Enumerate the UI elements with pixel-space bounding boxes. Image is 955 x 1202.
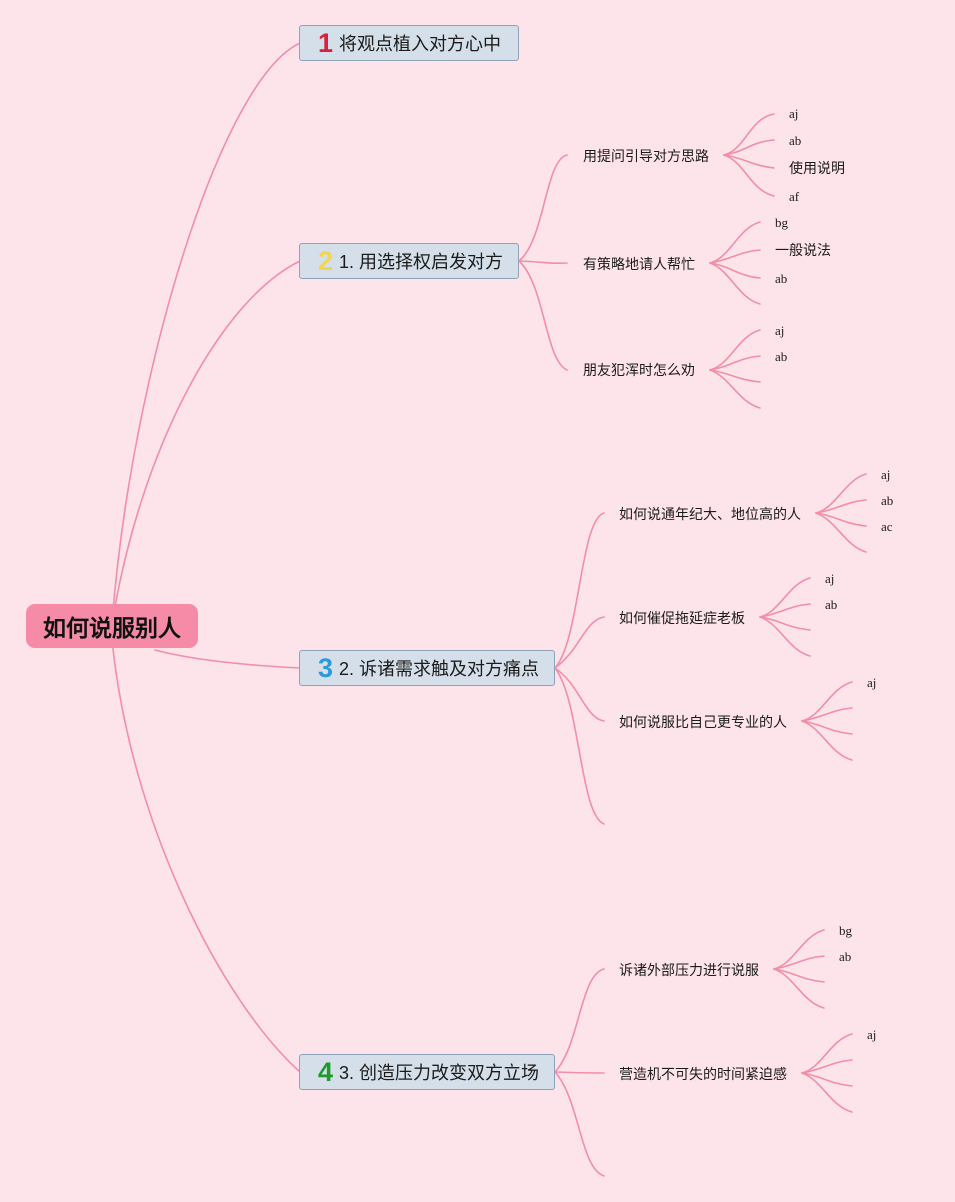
number-badge-icon: 1: [318, 28, 334, 58]
edge-b2-c2: [554, 667, 605, 722]
topic-4-label: 3. 创造压力改变双方立场: [339, 1063, 540, 1083]
edge-root-b0: [111, 42, 301, 625]
edge-b2-c0: [554, 512, 605, 669]
edge-b3-c2: [554, 1071, 605, 1177]
topic-2-label: 1. 用选择权启发对方: [339, 252, 504, 272]
leaf-topic[interactable]: aj: [867, 1027, 877, 1042]
leaf-topic[interactable]: 使用说明: [789, 160, 845, 176]
leaf-topic[interactable]: bg: [839, 923, 852, 938]
edge-b2-c3: [554, 667, 605, 825]
edge-b3-c0: [554, 968, 605, 1073]
edge-b1-c2: [518, 260, 568, 371]
topic-4[interactable]: 4 3. 创造压力改变双方立场: [299, 1054, 555, 1090]
subtopic[interactable]: 如何说通年纪大、地位高的人: [619, 506, 801, 522]
subtopic[interactable]: 如何说服比自己更专业的人: [619, 714, 787, 730]
edge-b2-c1: [554, 616, 605, 669]
edge-b1-c1: [518, 260, 568, 265]
root-topic[interactable]: 如何说服别人: [26, 604, 198, 648]
subtopic[interactable]: 朋友犯浑时怎么劝: [583, 362, 695, 378]
subtopic[interactable]: 用提问引导对方思路: [583, 148, 709, 164]
topic-1[interactable]: 1 将观点植入对方心中: [299, 25, 519, 61]
subtopic[interactable]: 诉诸外部压力进行说服: [619, 962, 759, 978]
edge-root-b1: [111, 260, 301, 625]
leaf-topic[interactable]: af: [789, 189, 800, 204]
leaf-topic[interactable]: 一般说法: [775, 242, 831, 258]
leaf-topic[interactable]: ab: [775, 349, 788, 364]
topic-3-label: 2. 诉诸需求触及对方痛点: [339, 659, 540, 679]
root-topic-label: 如何说服别人: [43, 615, 181, 641]
leaf-topic[interactable]: ab: [839, 949, 852, 964]
leaf-topic[interactable]: ab: [775, 271, 788, 286]
subtopic[interactable]: 营造机不可失的时间紧迫感: [619, 1066, 787, 1082]
leaf-topic[interactable]: ac: [881, 519, 893, 534]
leaf-topic[interactable]: aj: [789, 106, 799, 121]
leaf-topic[interactable]: ab: [789, 133, 802, 148]
leaf-topic[interactable]: ab: [825, 597, 838, 612]
leaf-topic[interactable]: aj: [825, 571, 835, 586]
leaf-topic[interactable]: aj: [867, 675, 877, 690]
topic-3[interactable]: 3 2. 诉诸需求触及对方痛点: [299, 650, 555, 686]
edge-b3-c1: [554, 1071, 605, 1074]
edge-root-b3: [111, 639, 301, 1073]
leaf-topic[interactable]: bg: [775, 215, 788, 230]
topic-2[interactable]: 2 1. 用选择权启发对方: [299, 243, 519, 279]
number-badge-icon: 2: [318, 246, 334, 276]
leaf-topic[interactable]: aj: [881, 467, 891, 482]
leaf-topic[interactable]: ab: [881, 493, 894, 508]
subtopic[interactable]: 如何催促拖延症老板: [619, 610, 745, 626]
topic-1-label: 将观点植入对方心中: [339, 34, 502, 54]
edge-root-b2: [154, 649, 301, 669]
edge-b1-c0: [518, 154, 568, 262]
leaf-topic[interactable]: aj: [775, 323, 785, 338]
number-badge-icon: 3: [318, 653, 334, 683]
subtopic[interactable]: 有策略地请人帮忙: [583, 256, 695, 272]
number-badge-icon: 4: [318, 1057, 334, 1087]
